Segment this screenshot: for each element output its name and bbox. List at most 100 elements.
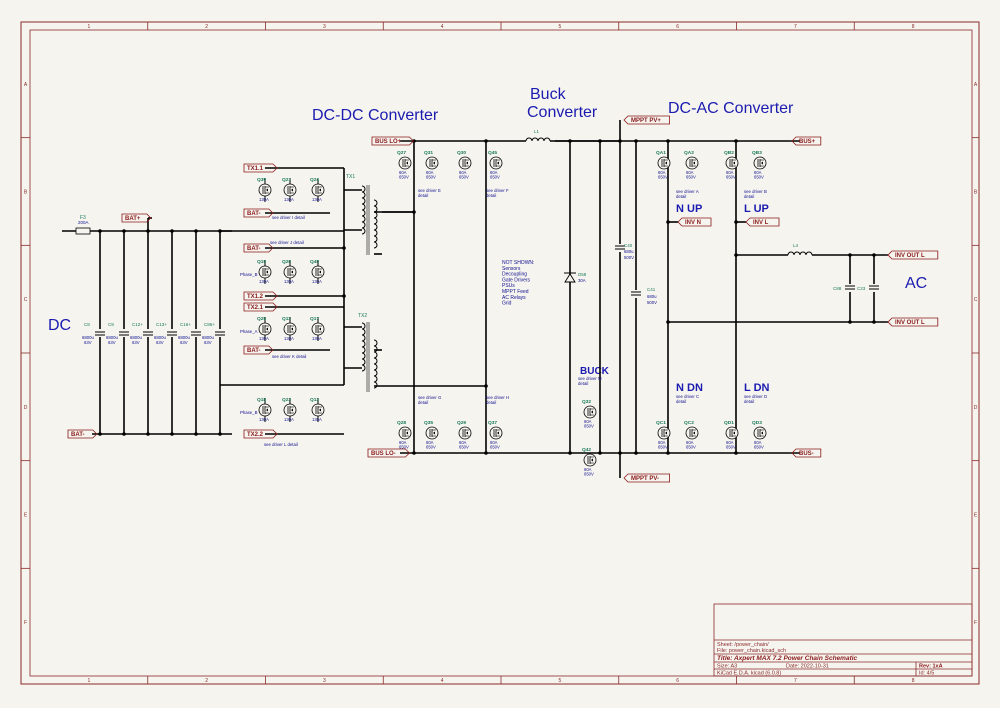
fet-ref: Q45 [488, 150, 497, 156]
fet-ref: Q21 [282, 177, 291, 183]
junction-dot [98, 229, 102, 233]
junction-dot [848, 320, 852, 324]
frame-col-number: 7 [794, 24, 797, 30]
net-label-text: BAT- [71, 432, 85, 438]
net-label-bat-minus-2: BAT- [243, 243, 274, 253]
junction-dot [218, 432, 222, 436]
frame-row-letter: D [974, 405, 978, 411]
frame-row-letter: C [974, 297, 978, 303]
frame-col-number: 4 [441, 24, 444, 30]
fet-rating: 60A [459, 170, 467, 175]
fet-rating: 130A [312, 279, 322, 284]
not-shown-item: Gate Drivers [502, 277, 531, 283]
junction-dot [170, 229, 174, 233]
driver-note-c: see driver C [676, 394, 699, 399]
driver-note-b-cont: detail [744, 194, 754, 199]
fet-ref: Q24 [310, 177, 319, 183]
net-label-text: BUS LO- [371, 451, 396, 457]
junction-dot [122, 229, 126, 233]
junction-dot [734, 451, 738, 455]
cap-voltage: 63V [108, 340, 116, 345]
fet-rating: 130A [284, 197, 294, 202]
fet-voltage: 650V [459, 445, 469, 450]
fet-ref: Q30 [457, 150, 466, 156]
net-label-inv-out-l-top: INV OUT L [887, 250, 939, 260]
cap-voltage: 63V [180, 340, 188, 345]
fet-ref: Q25 [257, 316, 266, 322]
fet-rating: 60A [426, 440, 434, 445]
driver-note-g-cont: detail [418, 400, 428, 405]
fet-ref: QB3 [752, 150, 762, 156]
junction-dot [484, 384, 488, 388]
net-label-tx1-1: TX1.1 [243, 163, 278, 173]
junction-dot [342, 294, 346, 298]
driver-note-b: see driver B [744, 189, 767, 194]
driver-note-k: see driver K detail [272, 354, 306, 359]
fet-rating: 130A [284, 417, 294, 422]
fet-voltage: 650V [490, 445, 500, 450]
fet-voltage: 650V [686, 175, 696, 180]
not-shown-item: AC Relays [502, 295, 526, 301]
junction-dot [734, 253, 738, 257]
fet-ref: Q40 [310, 259, 319, 265]
cap-ref: C8 [84, 322, 90, 327]
driver-note-a: see driver A [676, 189, 699, 194]
driver-note-m-cont: detail [578, 381, 588, 386]
cap-voltage: 63V [204, 340, 212, 345]
net-label-bat-plus: BAT+ [121, 213, 152, 223]
fet-rating: 130A [259, 417, 269, 422]
net-label-text: BUS LO+ [375, 139, 402, 145]
fet-rating: 60A [584, 467, 592, 472]
net-label-text: TX2.1 [247, 305, 264, 311]
fet-ref: Q11 [282, 316, 291, 322]
net-label-text: BUS+ [799, 139, 816, 145]
fet-rating: 130A [312, 417, 322, 422]
frame-row-letter: A [974, 82, 978, 88]
net-label-text: MPPT PV- [631, 476, 659, 482]
net-label-bus-minus: BUS- [791, 448, 822, 458]
dc-title: DC [48, 317, 71, 334]
net-label-tx2-2: TX2.2 [243, 429, 278, 439]
fet-ref: Q18 [257, 397, 266, 403]
net-label-text: INV N [685, 220, 701, 226]
fet-rating: 60A [459, 440, 467, 445]
driver-note-l: see driver L detail [264, 442, 298, 447]
not-shown-item: Grid [502, 301, 512, 307]
driver-note-a-cont: detail [676, 194, 686, 199]
driver-note-h-cont: detail [486, 400, 496, 405]
diode-ref: D58 [578, 272, 587, 277]
fet-voltage: 650V [584, 424, 594, 429]
frame-col-number: 2 [205, 24, 208, 30]
net-label-text: BAT- [247, 348, 261, 354]
driver-note-e: see driver E [418, 188, 441, 193]
fet-voltage: 650V [726, 445, 736, 450]
cap-ref: C16+ [180, 322, 191, 327]
driver-note-d-cont: detail [744, 399, 754, 404]
fet-rating: 130A [259, 197, 269, 202]
fet-voltage: 650V [426, 445, 436, 450]
frame-col-number: 5 [558, 24, 561, 30]
junction-dot [568, 451, 572, 455]
junction-dot [98, 432, 102, 436]
fet-rating: 60A [490, 170, 498, 175]
cap-voltage: 63V [84, 340, 92, 345]
not-shown-item: NOT SHOWN: [502, 260, 534, 266]
fet-rating: 60A [584, 419, 592, 424]
net-label-mppt-pv-plus: MPPT PV+ [623, 115, 670, 125]
cap-voltage: 63V [156, 340, 164, 345]
net-label-bat-minus-1: BAT- [243, 208, 274, 218]
junction-dots [98, 139, 876, 455]
l-up-label: L UP [744, 203, 769, 215]
driver-note-f: see driver F [486, 188, 509, 193]
fet-ref: Q32 [582, 399, 591, 405]
fet-ref: Q35 [424, 420, 433, 426]
frame-row-letter: B [24, 190, 28, 196]
